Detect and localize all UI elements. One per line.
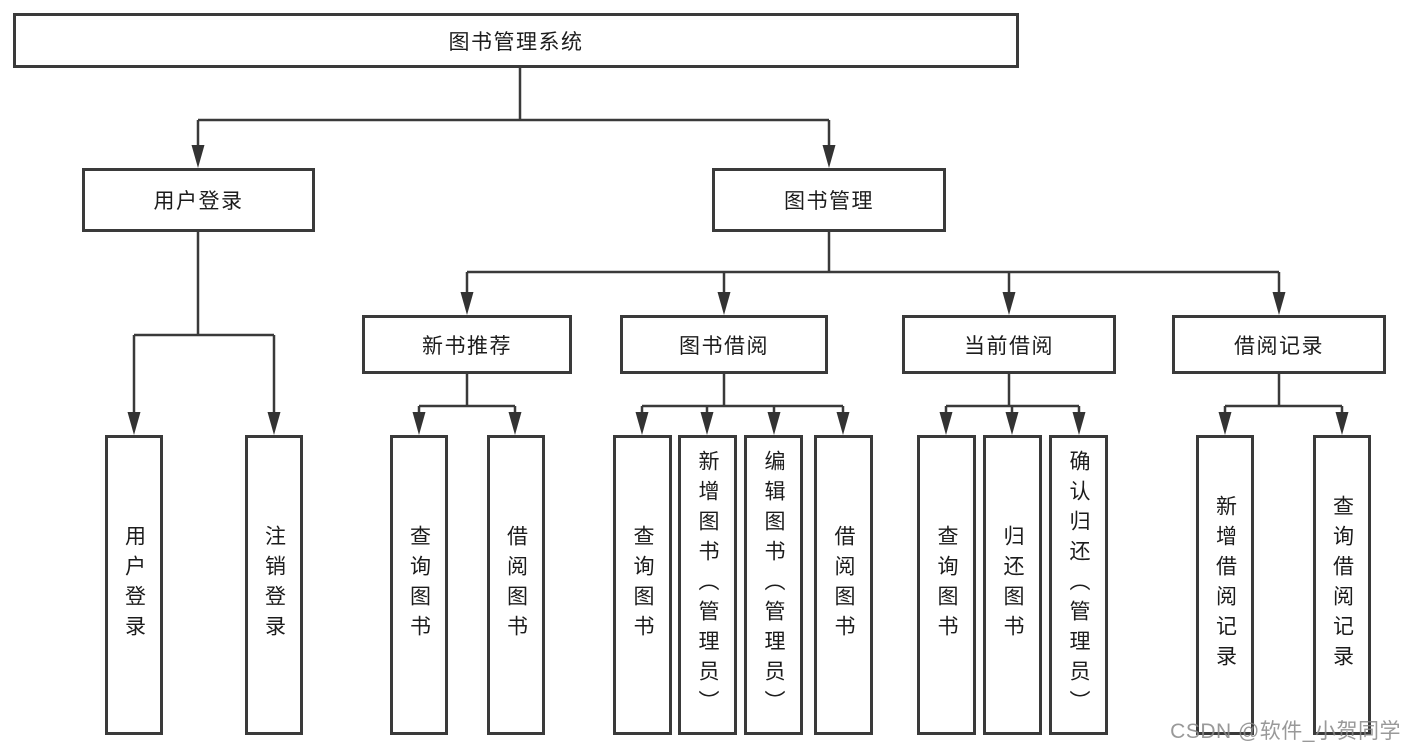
node-leaf-borrow-books: 借阅图书 <box>814 435 873 735</box>
node-leaf-add-books-admin: 新增图书（管理员） <box>678 435 737 735</box>
node-new-book-recommendation: 新书推荐 <box>362 315 572 374</box>
arrowheads <box>127 145 1349 435</box>
node-user-login: 用户登录 <box>82 168 315 232</box>
node-leaf-query-books: 查询图书 <box>613 435 672 735</box>
node-book-borrowing: 图书借阅 <box>620 315 828 374</box>
node-borrowing-records: 借阅记录 <box>1172 315 1386 374</box>
node-leaf-return-books: 归还图书 <box>983 435 1042 735</box>
node-leaf-query-borrow-record: 查询借阅记录 <box>1313 435 1371 735</box>
node-leaf-borrow-books: 借阅图书 <box>487 435 545 735</box>
node-leaf-query-books: 查询图书 <box>390 435 448 735</box>
node-leaf-confirm-return-admin: 确认归还（管理员） <box>1049 435 1108 735</box>
node-current-borrowing: 当前借阅 <box>902 315 1116 374</box>
node-leaf-logout: 注销登录 <box>245 435 303 735</box>
node-library-management-system: 图书管理系统 <box>13 13 1019 68</box>
node-leaf-edit-books-admin: 编辑图书（管理员） <box>744 435 803 735</box>
node-leaf-user-login: 用户登录 <box>105 435 163 735</box>
node-book-management: 图书管理 <box>712 168 946 232</box>
node-leaf-add-borrow-record: 新增借阅记录 <box>1196 435 1254 735</box>
node-leaf-query-books: 查询图书 <box>917 435 976 735</box>
